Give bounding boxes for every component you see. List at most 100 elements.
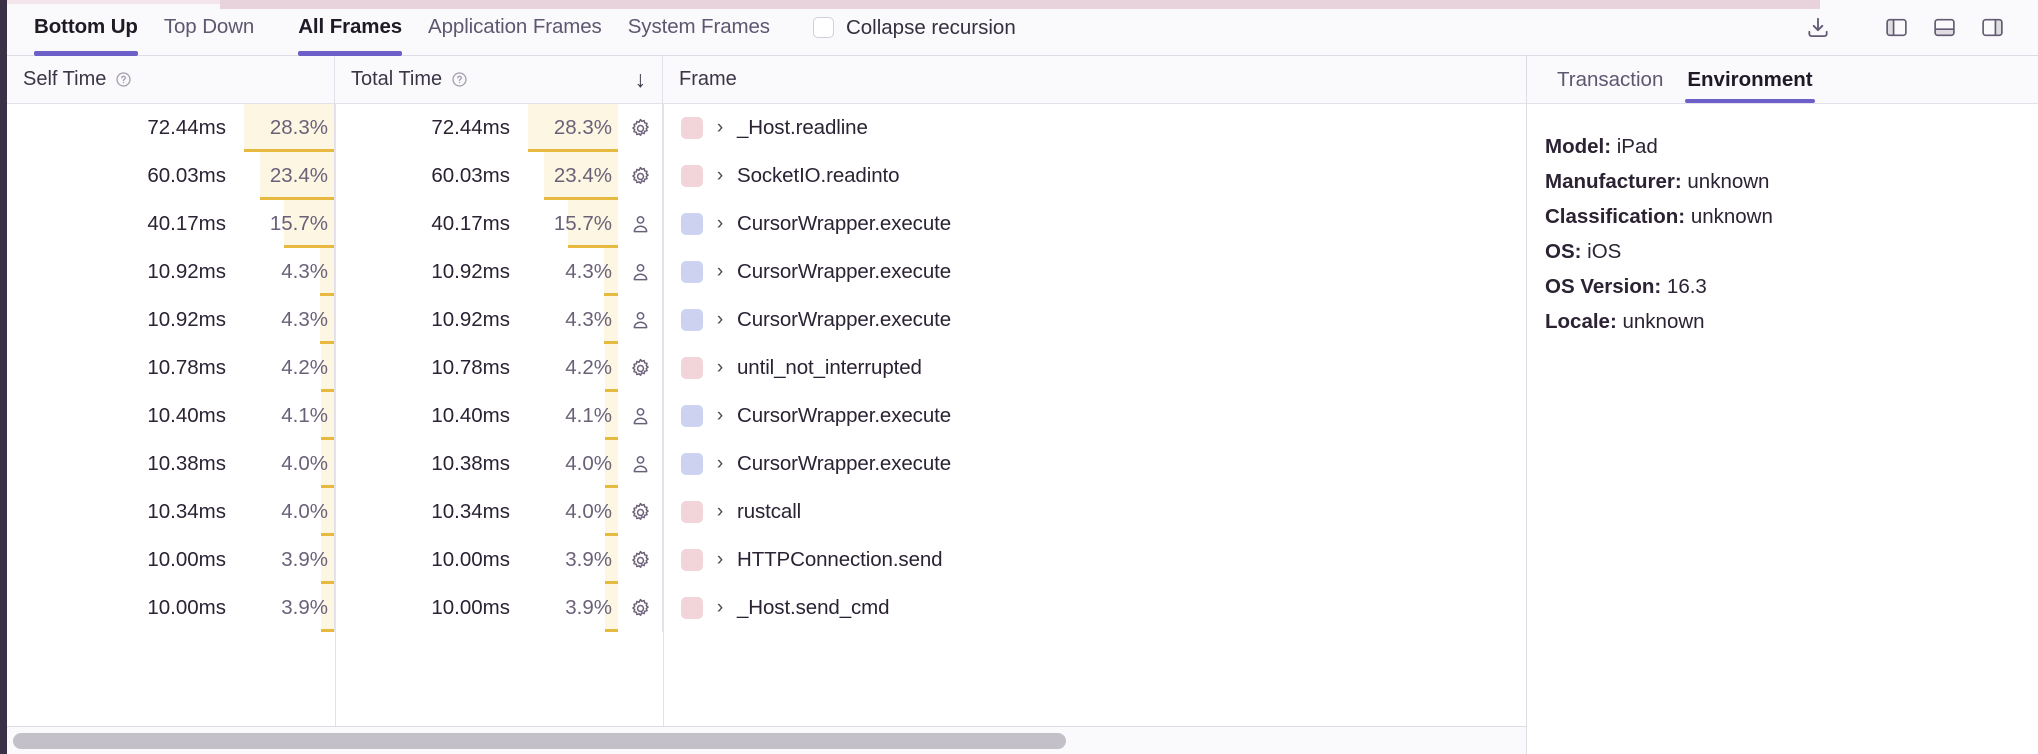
horizontal-scrollbar[interactable]	[7, 726, 1526, 754]
percent-bar	[321, 629, 334, 632]
chevron-right-icon[interactable]: ›	[716, 165, 724, 186]
column-header-frame[interactable]: Frame	[663, 56, 1526, 103]
profile-toolbar: Bottom Up Top Down All Frames Applicatio…	[7, 0, 2038, 56]
percent-bar	[605, 485, 618, 488]
percent-bar	[605, 581, 618, 584]
chevron-right-icon[interactable]: ›	[716, 309, 724, 330]
gear-icon[interactable]	[618, 549, 662, 572]
frame-cell[interactable]: ›HTTPConnection.send	[663, 536, 1526, 584]
chevron-right-icon[interactable]: ›	[716, 357, 724, 378]
self-time-percent: 15.7%	[244, 200, 334, 248]
chevron-right-icon[interactable]: ›	[716, 501, 724, 522]
gear-icon[interactable]	[618, 501, 662, 524]
frame-cell[interactable]: ›CursorWrapper.execute	[663, 440, 1526, 488]
checkbox-box[interactable]	[812, 17, 834, 38]
percent-value: 15.7%	[553, 212, 612, 235]
frame-cell[interactable]: › rustcall	[663, 488, 1526, 536]
person-icon[interactable]	[618, 405, 662, 428]
self-time-value: 10.34ms	[147, 500, 226, 523]
chevron-right-icon[interactable]: ›	[716, 453, 724, 474]
frame-color-swatch	[681, 597, 703, 619]
horizontal-scrollbar-thumb[interactable]	[13, 732, 1066, 749]
total-time-percent: 4.1%	[528, 392, 618, 440]
percent-background	[605, 584, 618, 632]
tab-all-frames[interactable]: All Frames	[285, 0, 415, 56]
person-icon[interactable]	[618, 453, 662, 476]
chevron-right-icon[interactable]: ›	[716, 261, 724, 282]
frame-color-swatch	[681, 117, 703, 139]
gear-icon[interactable]	[618, 357, 662, 380]
frame-cell[interactable]: › _Host.send_cmd	[663, 584, 1526, 632]
frame-cell[interactable]: ›SocketIO.readinto	[663, 152, 1526, 200]
column-header-total-time-label: Total Time	[351, 68, 443, 90]
frame-name: CursorWrapper.execute	[737, 308, 952, 331]
percent-value: 3.9%	[281, 596, 328, 619]
frame-name: rustcall	[737, 500, 802, 523]
tab-transaction[interactable]: Transaction	[1557, 67, 1664, 91]
percent-bar	[528, 149, 618, 152]
person-icon[interactable]	[618, 213, 662, 236]
frame-cell[interactable]: ›until_not_interrupted	[663, 344, 1526, 392]
chevron-right-icon[interactable]: ›	[716, 405, 724, 426]
person-icon[interactable]	[618, 309, 662, 332]
frames-table-panel: Self Time Total Time	[7, 56, 1527, 754]
gear-icon[interactable]	[618, 165, 662, 188]
total-time-percent: 4.0%	[528, 440, 618, 488]
help-icon[interactable]	[451, 71, 468, 88]
chevron-right-icon[interactable]: ›	[716, 549, 724, 570]
frame-cell[interactable]: › CursorWrapper.execute	[663, 296, 1526, 344]
tab-bottom-up[interactable]: Bottom Up	[21, 0, 151, 56]
sort-descending-icon[interactable]: ↓	[634, 66, 647, 92]
environment-row: Locale: unknown	[1545, 304, 2038, 339]
panel-bottom-icon[interactable]	[1920, 7, 1968, 49]
frame-cell[interactable]: ›CursorWrapper.execute	[663, 248, 1526, 296]
person-icon[interactable]	[618, 261, 662, 284]
frame-name: _Host.send_cmd	[737, 596, 890, 619]
download-icon[interactable]	[1794, 7, 1842, 49]
tab-environment[interactable]: Environment	[1675, 56, 1824, 103]
percent-bar	[321, 485, 334, 488]
panel-right-icon[interactable]	[1968, 7, 2016, 49]
tab-application-frames[interactable]: Application Frames	[428, 15, 602, 38]
column-header-total-time[interactable]: Total Time ↓	[335, 56, 663, 103]
frame-cell[interactable]: ›_Host.readline	[663, 104, 1526, 152]
help-icon[interactable]	[115, 71, 132, 88]
gear-icon[interactable]	[618, 117, 662, 140]
chevron-right-icon[interactable]: ›	[716, 597, 724, 618]
chevron-right-icon[interactable]: ›	[716, 117, 724, 138]
frame-color-swatch	[681, 165, 703, 187]
environment-key: OS Version:	[1545, 275, 1662, 298]
frame-cell[interactable]: ›CursorWrapper.execute	[663, 392, 1526, 440]
frame-cell[interactable]: ›CursorWrapper.execute	[663, 200, 1526, 248]
collapse-recursion-checkbox[interactable]: Collapse recursion	[812, 16, 1016, 40]
environment-row: Model: iPad	[1545, 129, 2038, 164]
self-time-value: 72.44ms	[147, 116, 226, 139]
chevron-right-icon[interactable]: ›	[716, 213, 724, 234]
total-time-value: 10.78ms	[431, 356, 510, 379]
gear-icon[interactable]	[618, 597, 662, 620]
panel-left-icon[interactable]	[1872, 7, 1920, 49]
total-time-value: 60.03ms	[431, 164, 510, 187]
environment-row: Classification: unknown	[1545, 199, 2038, 234]
column-header-self-time[interactable]: Self Time	[7, 56, 335, 103]
tab-top-down[interactable]: Top Down	[163, 15, 255, 38]
percent-bar	[321, 581, 334, 584]
tab-system-frames[interactable]: System Frames	[627, 15, 770, 38]
percent-value: 28.3%	[269, 116, 328, 139]
